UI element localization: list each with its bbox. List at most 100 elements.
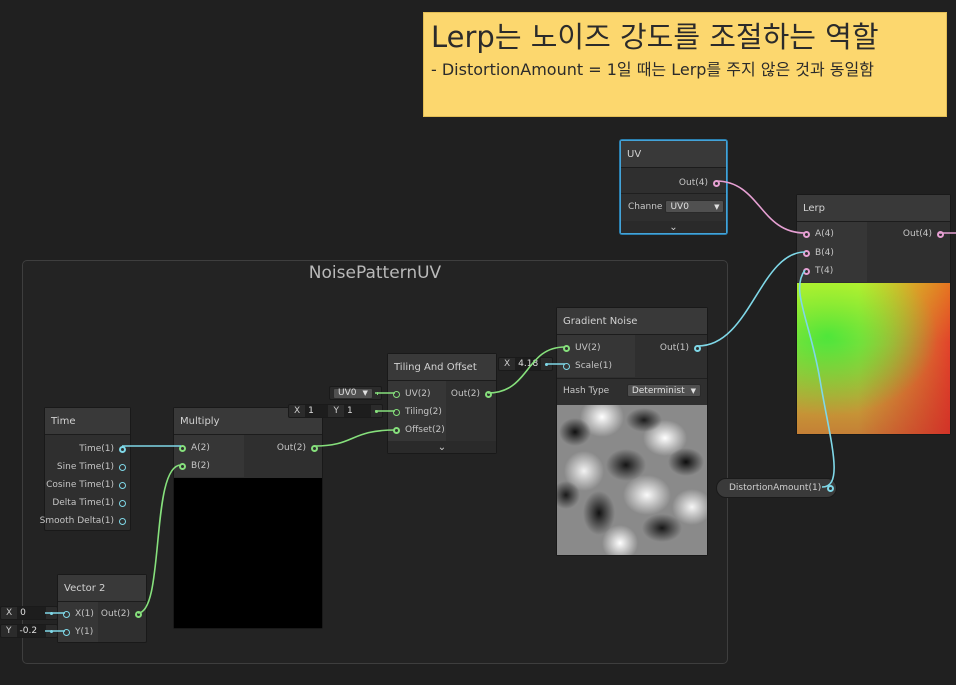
time-out-cosine: Cosine Time(1) — [46, 476, 126, 494]
mul-input-a: A(2) — [179, 439, 210, 457]
uv-channel-label: Channe — [628, 201, 663, 212]
to-offset-label: Offset(2) — [405, 425, 445, 435]
gn-uv-label: UV(2) — [575, 343, 601, 353]
sticky-note[interactable]: Lerp는 노이즈 강도를 조절하는 역할 - DistortionAmount… — [423, 12, 947, 117]
to-offset-port[interactable] — [393, 426, 400, 434]
gradient-noise-inputs — [557, 335, 635, 377]
gradient-noise-title: Gradient Noise — [557, 308, 707, 335]
uv-node-title: UV — [621, 141, 726, 168]
to-output: Out(2) — [451, 385, 492, 403]
vec-y-connector — [50, 629, 53, 633]
vector2-node-title: Vector 2 — [58, 575, 146, 602]
vec-x-label: X(1) — [75, 609, 94, 619]
vec-x-port[interactable] — [63, 610, 70, 618]
uv-out-port[interactable] — [713, 179, 720, 187]
gn-hash-label: Hash Type — [563, 385, 610, 396]
vec-y-axis-label: Y — [6, 626, 12, 636]
scale-input[interactable]: X 4.18 — [498, 357, 553, 371]
time-port[interactable] — [119, 445, 126, 453]
time-out-sine: Sine Time(1) — [57, 458, 126, 476]
vector-x-input[interactable]: X 0 — [0, 606, 58, 620]
chevron-down-icon: ▼ — [690, 386, 696, 395]
tiling-x-value[interactable]: 1 — [305, 405, 329, 417]
lerp-node[interactable]: Lerp A(4) B(4) T(4) Out(4) — [796, 194, 951, 435]
gradient-noise-preview — [557, 405, 707, 555]
vec-out-label: Out(2) — [100, 609, 130, 619]
gn-hash-dropdown[interactable]: Determinist ▼ — [626, 384, 701, 397]
vec-input-y: Y(1) — [63, 623, 93, 641]
note-body[interactable]: - DistortionAmount = 1일 때는 Lerp를 주지 않은 것… — [431, 60, 874, 79]
tiling-y-label: Y — [333, 406, 339, 416]
scale-connector — [545, 362, 548, 366]
uv-channel-row: Channe UV0 ▼ — [628, 200, 725, 213]
uv-channel-select-value: UV0 — [338, 388, 357, 398]
time-node[interactable]: Time Time(1) Sine Time(1) Cosine Time(1)… — [40, 407, 131, 531]
mul-out-port[interactable] — [311, 444, 318, 452]
distortion-amount-property[interactable]: DistortionAmount(1) — [716, 478, 837, 498]
uv-node[interactable]: UV Out(4) Channe UV0 ▼ ⌄ — [620, 140, 727, 234]
lerp-preview — [797, 283, 950, 434]
vec-x-value[interactable]: 0 — [17, 607, 47, 619]
lerp-a-port[interactable] — [803, 230, 810, 238]
gn-out-port[interactable] — [694, 344, 701, 352]
vector-y-input[interactable]: Y -0.2 — [0, 624, 58, 638]
vec-y-port[interactable] — [63, 628, 70, 636]
time-label: Time(1) — [79, 444, 114, 454]
to-out-port[interactable] — [485, 390, 492, 398]
smooth-delta-label: Smooth Delta(1) — [39, 516, 114, 526]
tiling-input[interactable]: X 1 Y 1 — [288, 404, 383, 418]
to-uv-port[interactable] — [393, 390, 400, 398]
lerp-b-port[interactable] — [803, 249, 810, 257]
to-tiling-port[interactable] — [393, 408, 400, 416]
delta-time-port[interactable] — [119, 499, 126, 507]
to-collapse-button[interactable]: ⌄ — [388, 441, 496, 453]
gn-out-label: Out(1) — [659, 343, 689, 353]
uv-channel-dropdown[interactable]: UV0 ▼ — [665, 200, 725, 213]
tiling-offset-node[interactable]: Tiling And Offset UV(2) Tiling(2) Offset… — [387, 353, 497, 454]
uv-channel-input[interactable]: UV0 ▼ — [329, 386, 382, 400]
lerp-a-label: A(4) — [815, 229, 834, 239]
gn-scale-port[interactable] — [563, 362, 570, 370]
vec-output: Out(2) — [101, 605, 142, 623]
property-out-port[interactable] — [827, 484, 835, 492]
smooth-delta-port[interactable] — [119, 517, 126, 525]
tiling-x-label: X — [294, 406, 301, 416]
cosine-time-port[interactable] — [119, 481, 126, 489]
vec-x-axis-label: X — [6, 608, 13, 618]
gn-output: Out(1) — [660, 339, 701, 357]
group-title[interactable]: NoisePatternUV — [308, 263, 442, 283]
vec-input-x: X(1) — [63, 605, 94, 623]
time-node-title: Time — [45, 408, 130, 435]
uv-channel-value: UV0 — [670, 201, 689, 212]
mul-a-label: A(2) — [191, 443, 210, 453]
uv-collapse-button[interactable]: ⌄ — [621, 221, 726, 233]
gn-scale-label: Scale(1) — [575, 361, 612, 371]
mul-b-port[interactable] — [179, 462, 186, 470]
to-input-offset: Offset(2) — [393, 421, 445, 439]
gn-input-scale: Scale(1) — [563, 357, 612, 375]
vector2-node[interactable]: Vector 2 X(1) Y(1) Out(2) — [57, 574, 147, 643]
mul-output: Out(2) — [277, 439, 318, 457]
gradient-noise-node[interactable]: Gradient Noise UV(2) Scale(1) Out(1) Has… — [556, 307, 708, 556]
property-label: DistortionAmount(1) — [729, 483, 822, 493]
lerp-out-label: Out(4) — [902, 229, 932, 239]
time-out-delta: Delta Time(1) — [52, 494, 126, 512]
multiply-preview — [174, 478, 322, 628]
to-out-label: Out(2) — [450, 389, 480, 399]
gn-uv-port[interactable] — [563, 344, 570, 352]
uv-channel-select[interactable]: UV0 ▼ — [333, 387, 373, 399]
note-title[interactable]: Lerp는 노이즈 강도를 조절하는 역할 — [431, 20, 879, 54]
uv-out-label: Out(4) — [678, 178, 708, 188]
mul-a-port[interactable] — [179, 444, 186, 452]
vec-y-value[interactable]: -0.2 — [16, 625, 47, 637]
multiply-node[interactable]: Multiply A(2) B(2) Out(2) — [173, 407, 323, 629]
lerp-out-port[interactable] — [937, 230, 944, 238]
tiling-y-value[interactable]: 1 — [343, 405, 372, 417]
tiling-offset-title: Tiling And Offset — [388, 354, 496, 381]
vec-out-port[interactable] — [135, 610, 142, 618]
to-input-uv: UV(2) — [393, 385, 431, 403]
sine-time-port[interactable] — [119, 463, 126, 471]
scale-value[interactable]: 4.18 — [515, 358, 542, 370]
lerp-t-port[interactable] — [803, 267, 810, 275]
to-uv-label: UV(2) — [405, 389, 431, 399]
